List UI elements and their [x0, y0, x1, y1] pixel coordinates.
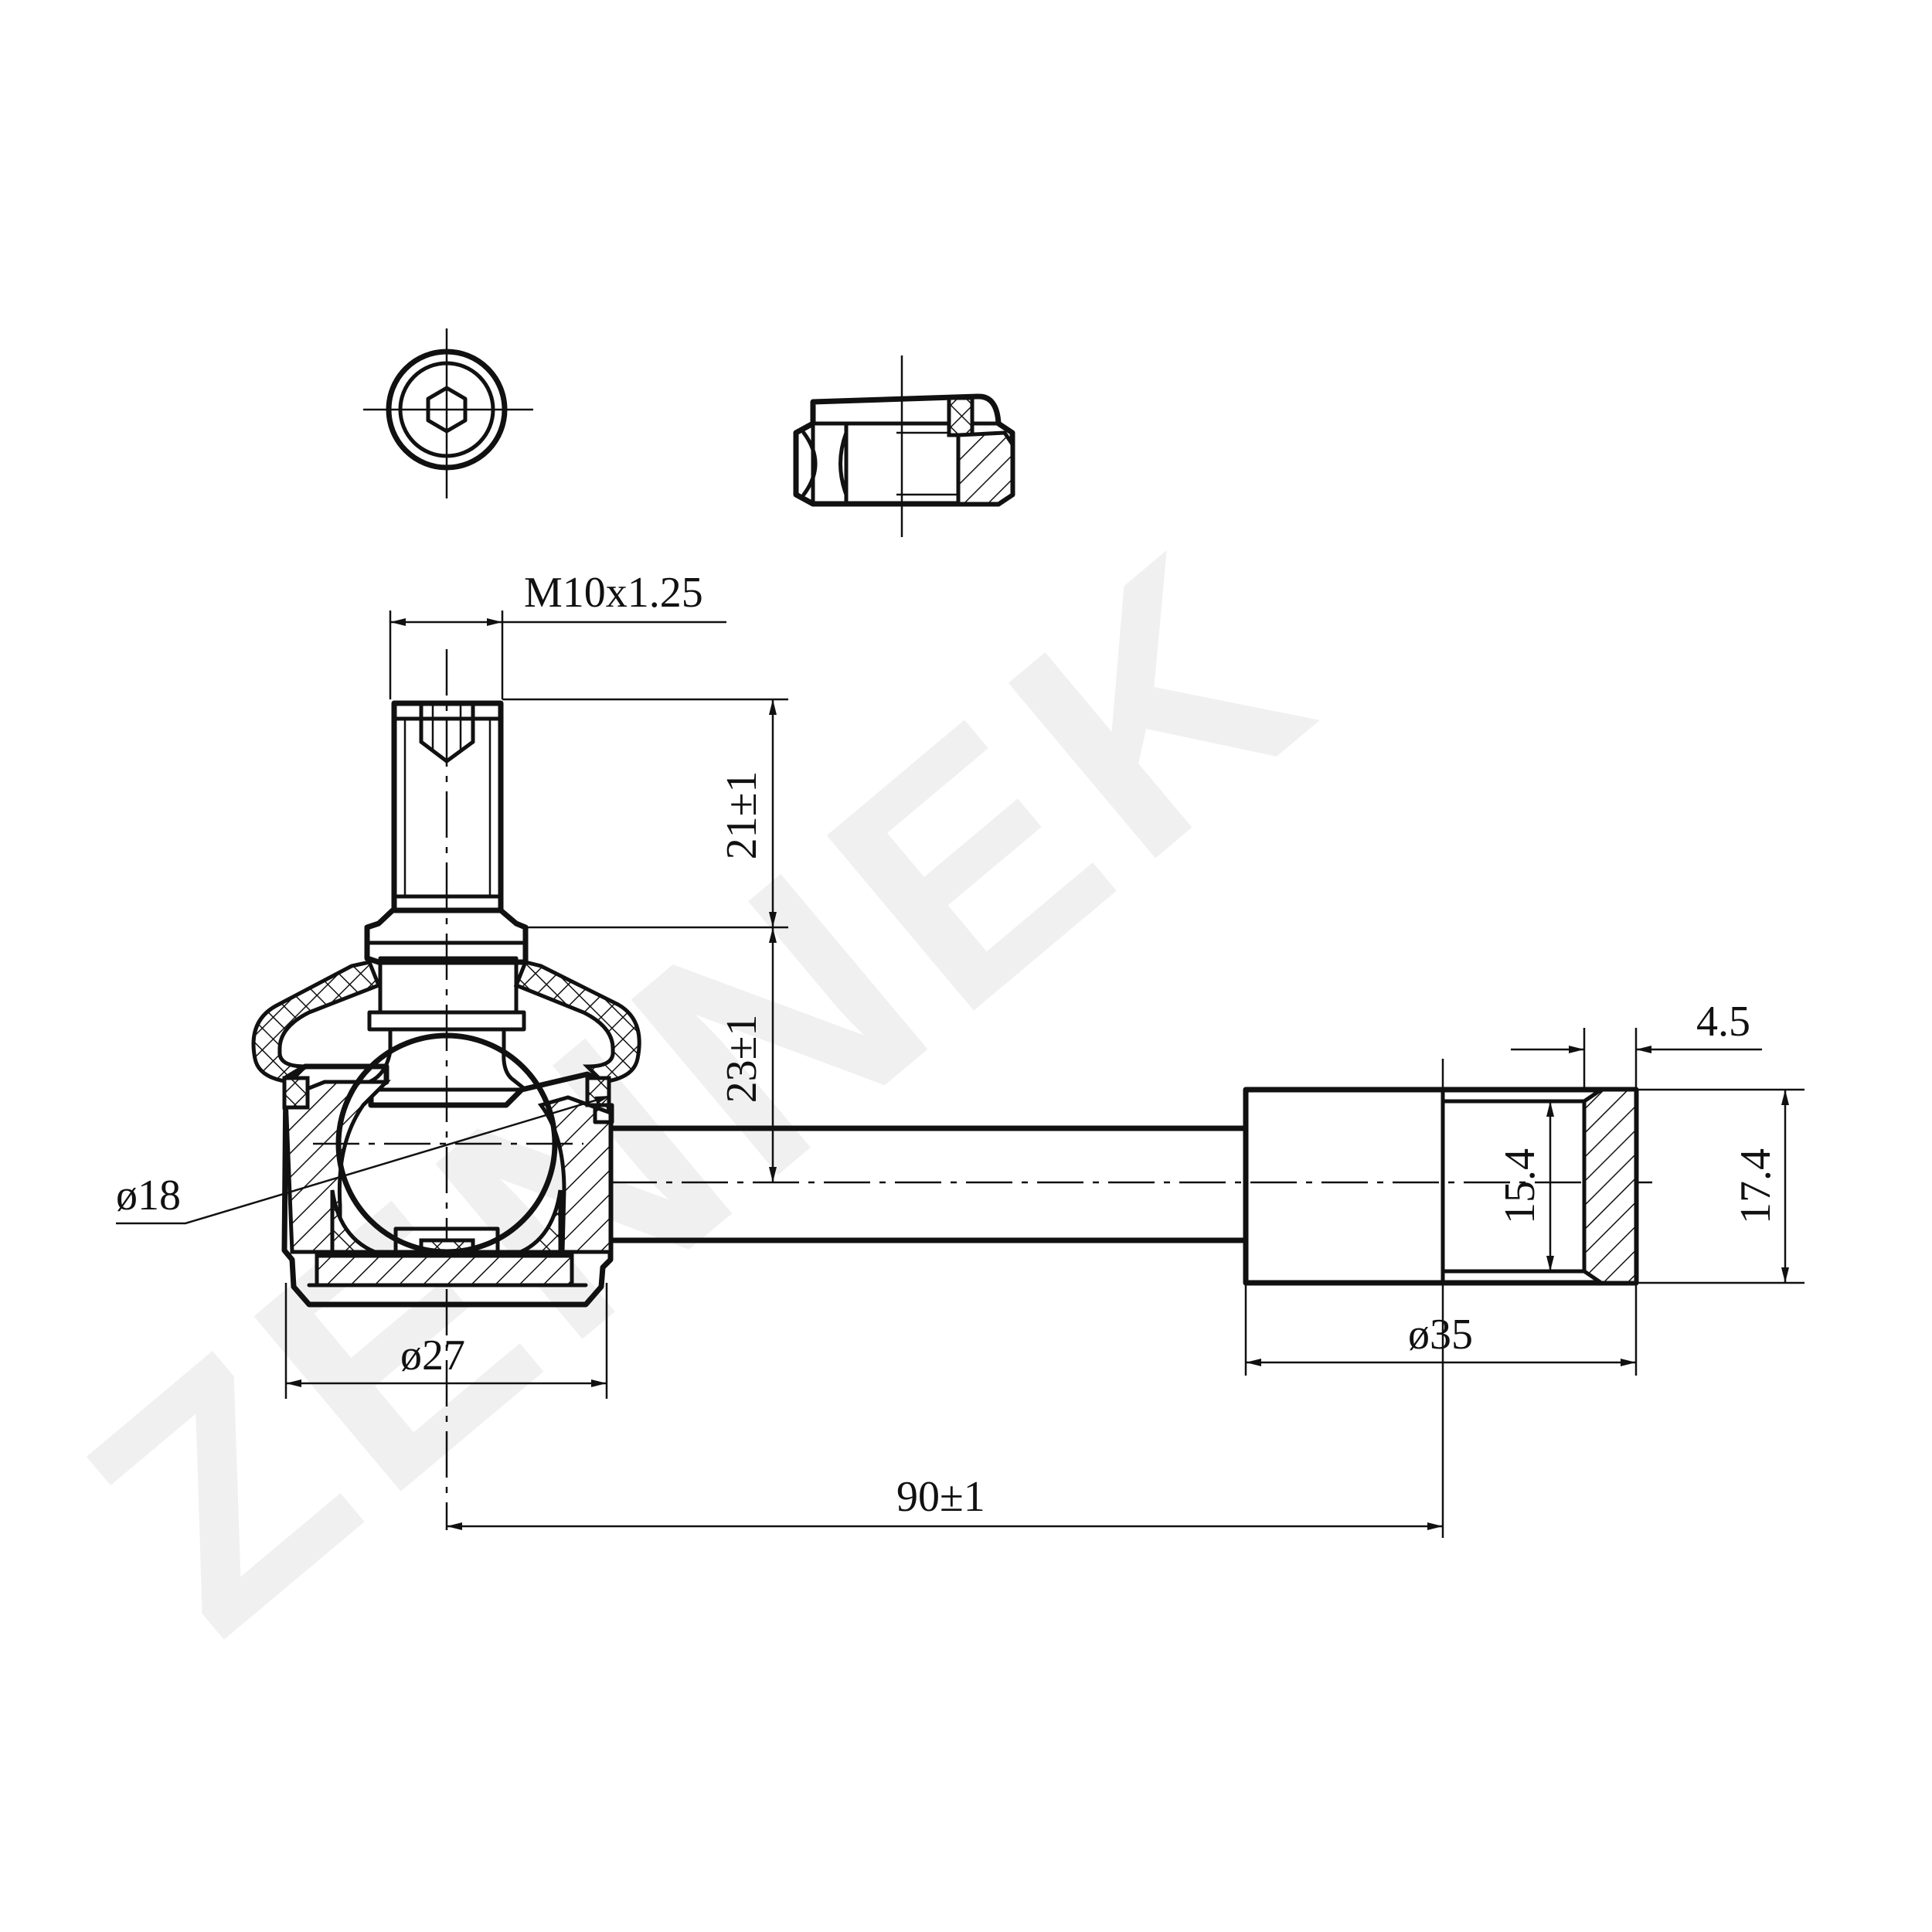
dim-thread: M10x1.25: [524, 569, 703, 617]
dim-eye-diameter: ø35: [1408, 1311, 1473, 1359]
stud-end-view: [363, 328, 533, 498]
dim-bore-inner: 15.4: [1496, 1148, 1544, 1224]
dim-housing-diameter: ø27: [400, 1332, 465, 1379]
dim-neck-height: 23±1: [718, 1015, 766, 1104]
dim-center-distance: 90±1: [896, 1473, 985, 1521]
dim-eye-wall: 4.5: [1696, 998, 1750, 1046]
rod-eye: [1243, 1087, 1639, 1286]
dim-stud-length: 21±1: [718, 771, 766, 860]
dimension-labels: M10x1.25 21±1 23±1 ø18 ø27 90±1 ø35 4.5 …: [116, 569, 1780, 1521]
dim-ball-diameter: ø18: [116, 1172, 181, 1219]
link-rod: [611, 1125, 1244, 1243]
watermark-text: ZENNEK: [24, 478, 1380, 1700]
lock-nut-view: [793, 355, 1015, 537]
dimension-lines: [116, 611, 1804, 1538]
dim-bore-outer: 17.4: [1732, 1148, 1780, 1224]
watermark: ZENNEK: [24, 478, 1380, 1700]
